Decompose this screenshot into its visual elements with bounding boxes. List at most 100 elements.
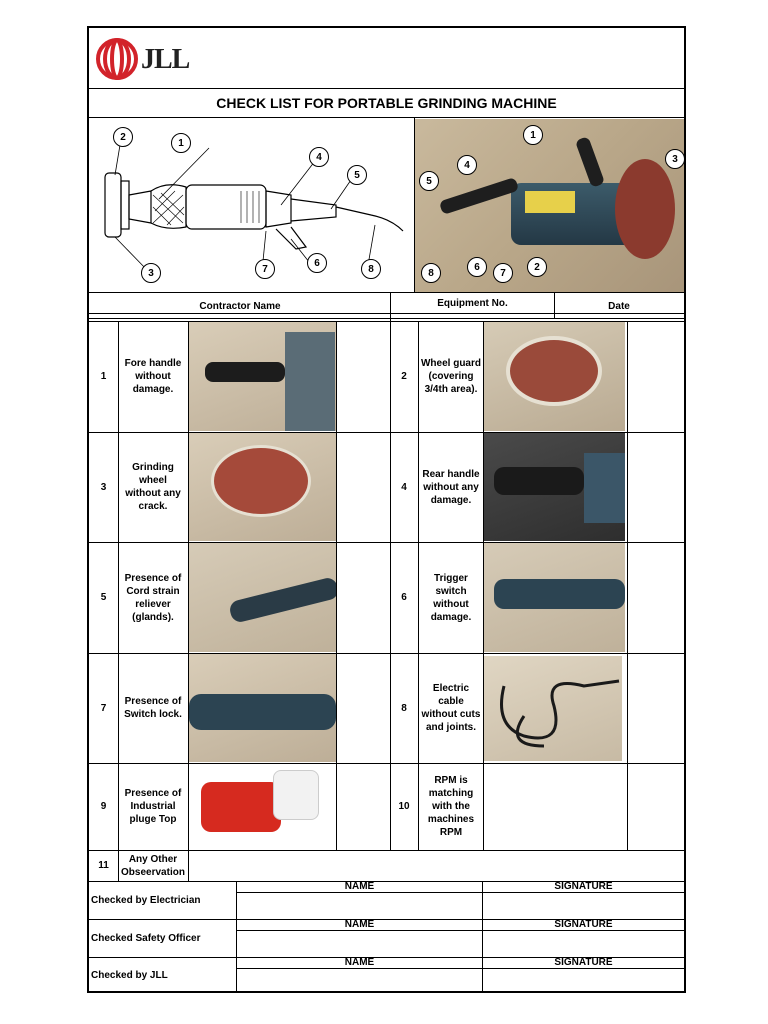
item-text-4: Rear handle without any damage.: [422, 468, 480, 506]
grinding-wheel-shape: [615, 159, 675, 259]
item-photo-1: [189, 322, 336, 431]
item-text-6: Trigger switch without damage.: [430, 572, 472, 623]
electrician-signature-field[interactable]: [483, 893, 683, 919]
item-photo-9: [189, 764, 336, 849]
item-number-7: 7: [100, 702, 107, 714]
grinder-body-shape: [285, 332, 335, 431]
item-text-8: Electric cable without cuts and joints.: [421, 683, 481, 733]
industrial-plug-shape: [201, 782, 281, 832]
item-text-1: Fore handle without damage.: [124, 358, 182, 395]
jll-name-field[interactable]: [237, 969, 482, 993]
grinder-diagram-drawing: [104, 138, 404, 272]
photo-callout-7: 7: [493, 263, 513, 283]
item-check-cell-9[interactable]: [337, 764, 390, 849]
diagram-callout-8: 8: [361, 259, 381, 279]
item-number-6: 6: [401, 592, 407, 603]
item-text-2: Wheel guard (covering 3/4th area).: [420, 358, 481, 395]
item-number-3: 3: [100, 481, 107, 493]
diagram-callout-1: 1: [171, 133, 191, 153]
grinder-label-shape: [525, 191, 575, 213]
item-photo-7: [189, 654, 336, 762]
grinder-diagram: 2 1 3 4 5 7 6 8: [91, 119, 413, 292]
photo-callout-5: 5: [419, 171, 439, 191]
diagram-callout-6: 6: [307, 253, 327, 273]
switch-lock-shape: [189, 694, 336, 730]
rear-handle-shape: [438, 176, 520, 216]
item-number-8: 8: [401, 702, 407, 714]
photo-callout-1: 1: [523, 125, 543, 145]
signoff-label-safety-officer: Checked Safety Officer: [91, 932, 201, 944]
electrician-name-field[interactable]: [237, 893, 482, 919]
diagram-callout-2: 2: [113, 127, 133, 147]
rear-handle-shape: [494, 467, 584, 495]
signoff-signature-header-2: SIGNATURE: [554, 919, 613, 930]
diagram-callout-5: 5: [347, 165, 367, 185]
item-text-11: Any Other Obseervation: [121, 853, 185, 878]
signoff-name-header-1: NAME: [344, 881, 375, 892]
item-check-cell-1[interactable]: [337, 322, 390, 431]
grinder-photo: 1 3 4 5 8 6 7 2: [415, 119, 684, 292]
photo-callout-2: 2: [527, 257, 547, 277]
trigger-switch-shape: [494, 579, 625, 609]
item-check-cell-2[interactable]: [628, 322, 683, 431]
item-number-2: 2: [401, 371, 407, 382]
contractor-name-header: Contractor Name: [199, 300, 281, 312]
signoff-signature-header-3: SIGNATURE: [554, 957, 613, 968]
item-number-5: 5: [100, 592, 107, 603]
photo-callout-3: 3: [665, 149, 684, 169]
item-text-10: RPM is matching with the machines RPM: [427, 775, 475, 838]
signoff-signature-header-1: SIGNATURE: [554, 881, 613, 892]
contractor-name-field[interactable]: [89, 320, 90, 321]
item-photo-3: [189, 433, 336, 541]
item-text-3: Grinding wheel without any crack.: [125, 462, 181, 512]
equipment-no-header: Equipment No.: [437, 297, 508, 309]
item-check-cell-7[interactable]: [337, 654, 390, 762]
checklist-sheet: JLL CHECK LIST FOR PORTABLE GRINDING MAC…: [87, 26, 686, 993]
date-header: Date: [608, 300, 630, 312]
item-number-9: 9: [100, 801, 107, 812]
signoff-name-header-2: NAME: [344, 919, 375, 930]
fore-handle-shape: [574, 136, 606, 188]
jll-logo: JLL: [95, 38, 195, 80]
jll-logo-mark: [96, 38, 138, 80]
item-check-cell-10[interactable]: [628, 764, 683, 849]
other-observation-field[interactable]: [189, 851, 683, 880]
signoff-label-jll: Checked by JLL: [91, 969, 168, 981]
jll-signature-field[interactable]: [483, 969, 683, 993]
jll-logo-text: JLL: [141, 44, 190, 75]
item-number-10: 10: [398, 801, 410, 812]
item-check-cell-3[interactable]: [337, 433, 390, 541]
item-number-4: 4: [401, 481, 407, 493]
item-photo-6: [484, 543, 625, 652]
cord-strain-reliever-shape: [227, 576, 336, 624]
item-text-7: Presence of Switch lock.: [124, 696, 182, 720]
diagram-callout-7: 7: [255, 259, 275, 279]
photo-callout-6: 6: [467, 257, 487, 277]
wheel-guard-shape: [506, 336, 602, 406]
item-check-cell-8[interactable]: [628, 654, 683, 762]
signoff-label-electrician: Checked by Electrician: [91, 894, 201, 906]
grinding-wheel-shape: [211, 445, 311, 517]
item-check-cell-5[interactable]: [337, 543, 390, 652]
safety-officer-signature-field[interactable]: [483, 931, 683, 957]
item-number-11: 11: [98, 860, 109, 871]
item-check-cell-4[interactable]: [628, 433, 683, 541]
page-title: CHECK LIST FOR PORTABLE GRINDING MACHINE: [216, 95, 557, 111]
photo-callout-8: 8: [421, 263, 441, 283]
safety-officer-name-field[interactable]: [237, 931, 482, 957]
item-text-9: Presence of Industrial pluge Top: [124, 788, 182, 825]
item-photo-8: [484, 656, 622, 761]
grinder-body-shape: [584, 453, 625, 523]
item-photo-4: [484, 433, 625, 541]
plug-cap-shape: [273, 770, 319, 820]
fore-handle-shape: [205, 362, 285, 382]
signoff-name-header-3: NAME: [344, 957, 375, 968]
item-photo-2: [484, 322, 625, 431]
electric-cable-shape: [500, 679, 620, 748]
photo-callout-4: 4: [457, 155, 477, 175]
item-photo-5: [189, 543, 336, 652]
item-number-1: 1: [100, 371, 107, 382]
item-text-5: Presence of Cord strain reliever (glands…: [124, 572, 182, 623]
item-check-cell-6[interactable]: [628, 543, 683, 652]
diagram-callout-4: 4: [309, 147, 329, 167]
